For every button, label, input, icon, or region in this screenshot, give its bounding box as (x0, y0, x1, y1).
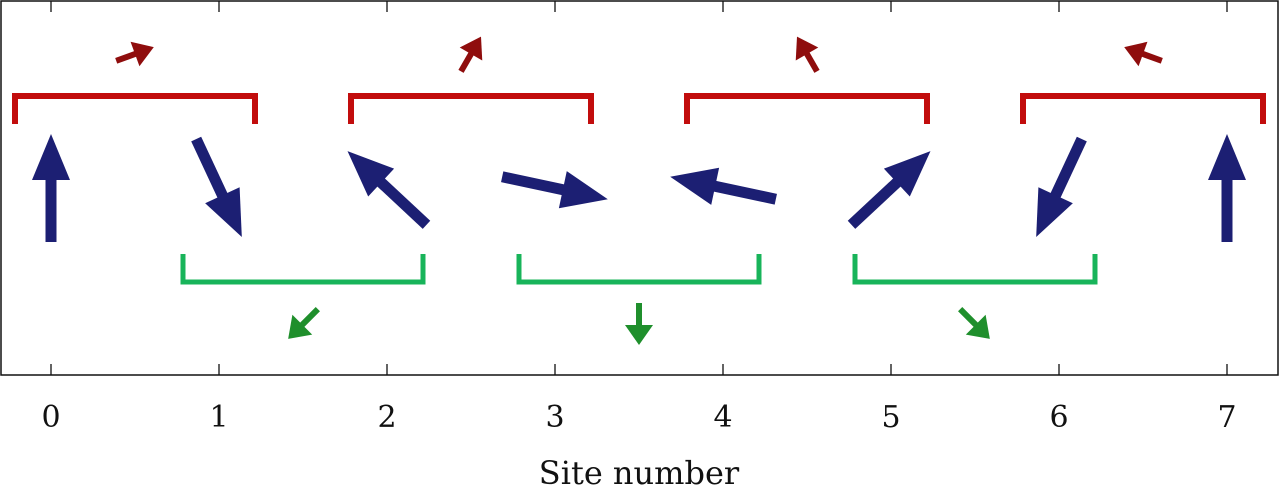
site-spin-arrow (347, 151, 431, 229)
site-spin-arrow (1036, 136, 1087, 237)
tick-label: 1 (209, 400, 228, 435)
tick-label: 3 (545, 400, 564, 435)
site-spin-arrow (191, 136, 242, 237)
odd-bond-bracket (684, 93, 930, 124)
odd-bond-bracket (1020, 93, 1266, 124)
site-spin-arrow (1208, 134, 1246, 242)
even-bond-bracket (180, 254, 426, 285)
site-spin-arrow (32, 134, 70, 242)
tick-label: 7 (1217, 400, 1236, 435)
odd-bond-bracket (12, 93, 258, 124)
odd-bond-arrow (1124, 41, 1163, 67)
site-spin-arrow (847, 151, 931, 229)
even-bond-group (180, 254, 1098, 345)
even-bond-bracket (516, 254, 762, 285)
even-bond-bracket (852, 254, 1098, 285)
site-spin-arrow (670, 167, 777, 205)
tick-label: 2 (377, 400, 396, 435)
odd-bond-bracket (348, 93, 594, 124)
tick-label: 6 (1049, 400, 1068, 435)
tick-label: 4 (713, 400, 732, 435)
plot-frame (0, 0, 1279, 376)
odd-bond-group (12, 36, 1266, 124)
odd-bond-arrow (115, 41, 154, 67)
odd-bond-arrow (795, 36, 820, 73)
site-arrow-group (32, 134, 1246, 242)
tick-marks (50, 1, 1228, 375)
even-bond-arrow (625, 303, 653, 345)
tick-label: 0 (41, 400, 60, 435)
even-bond-arrow (288, 307, 320, 339)
tick-label: 5 (881, 400, 900, 435)
even-bond-arrow (958, 307, 990, 339)
odd-bond-arrow (458, 36, 483, 73)
site-spin-arrow (501, 171, 608, 209)
tick-label-group: 0 1 2 3 4 5 6 7 (41, 400, 1236, 435)
x-axis-label: Site number (539, 454, 740, 490)
